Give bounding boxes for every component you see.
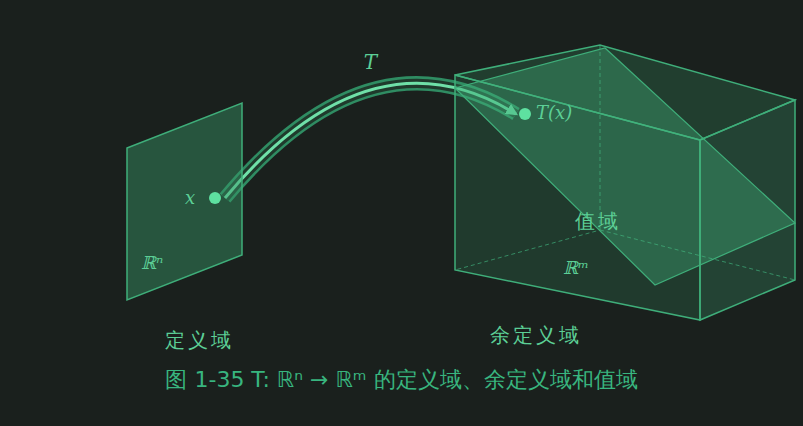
node-label: ℝⁿ [141,253,163,273]
node-label: ℝᵐ [563,258,589,278]
region-label: 定义域 [165,329,234,351]
region-label: 余定义域 [490,324,582,346]
node-label: 值域 [575,210,621,232]
node-label: x [185,188,195,208]
domain-plane: ℝⁿ定义域x [127,103,242,300]
codomain-box: ℝᵐ余定义域值域T(x) [455,45,797,325]
image-point: T(x) [518,100,580,128]
figure-caption: 图 1-35 T: ℝⁿ → ℝᵐ 的定义域、余定义域和值域 [0,365,803,395]
range-plane: 值域 T(x) [455,48,795,290]
map-name: T [361,50,380,74]
range-plane-shape [455,48,795,290]
domain-point: x [183,186,223,210]
node-label: T(x) [536,103,572,123]
